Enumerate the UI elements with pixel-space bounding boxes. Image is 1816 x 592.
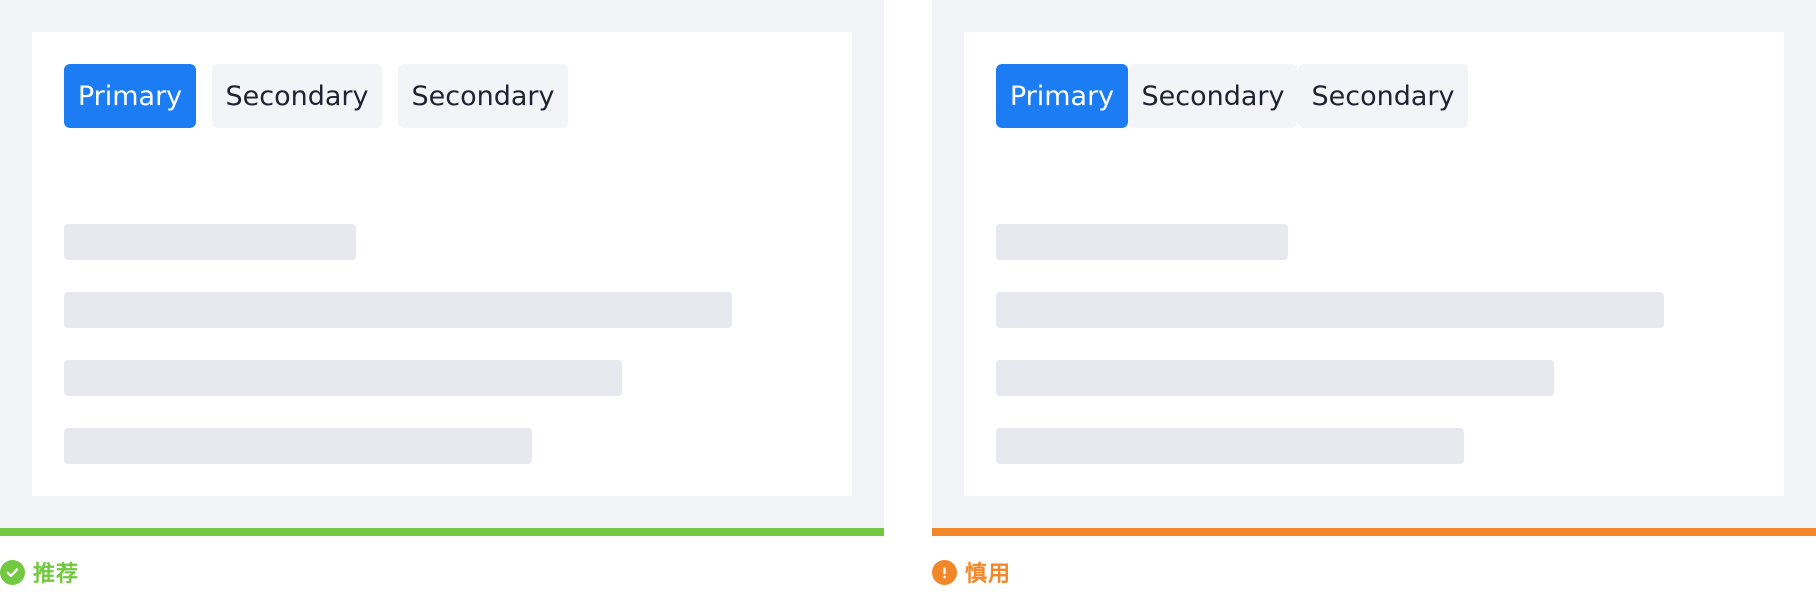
- caution-label: 慎用: [965, 562, 1012, 587]
- secondary-button[interactable]: Secondary: [1128, 64, 1298, 128]
- skeleton-line: [64, 428, 532, 464]
- skeleton-line: [64, 224, 356, 260]
- secondary-button[interactable]: Secondary: [212, 64, 382, 128]
- skeleton-line: [996, 360, 1554, 396]
- skeleton-line: [64, 360, 622, 396]
- button-group: Primary Secondary Secondary: [996, 64, 1468, 128]
- example-frame: Primary Secondary Secondary: [932, 0, 1816, 528]
- example-card: Primary Secondary Secondary: [964, 32, 1784, 496]
- secondary-button[interactable]: Secondary: [1298, 64, 1468, 128]
- example-card: Primary Secondary Secondary: [32, 32, 852, 496]
- button-group: Primary Secondary Secondary: [64, 64, 568, 128]
- check-circle-icon: [0, 559, 25, 585]
- example-frame: Primary Secondary Secondary: [0, 0, 884, 528]
- recommend-indicator-bar: [0, 528, 884, 536]
- skeleton-line: [996, 428, 1464, 464]
- recommend-caption: 推荐: [0, 558, 80, 587]
- primary-button[interactable]: Primary: [996, 64, 1128, 128]
- skeleton-line: [996, 292, 1664, 328]
- primary-button[interactable]: Primary: [64, 64, 196, 128]
- exclamation-circle-icon: [932, 559, 957, 585]
- skeleton-line: [64, 292, 732, 328]
- recommend-label: 推荐: [33, 562, 80, 587]
- caution-indicator-bar: [932, 528, 1816, 536]
- skeleton-line: [996, 224, 1288, 260]
- secondary-button[interactable]: Secondary: [398, 64, 568, 128]
- caution-caption: 慎用: [932, 558, 1012, 587]
